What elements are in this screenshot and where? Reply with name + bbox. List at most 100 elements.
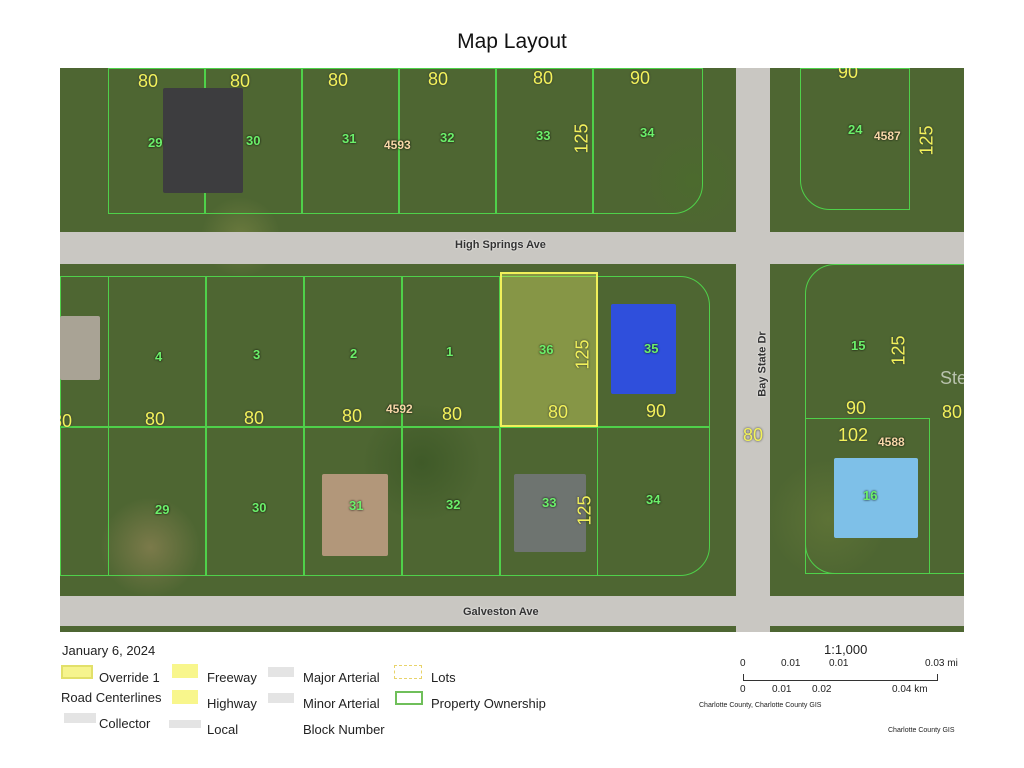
legend-swatch-major-arterial <box>268 667 294 677</box>
parcel[interactable] <box>399 68 496 214</box>
legend-label: Override 1 <box>99 670 160 685</box>
legend-swatch-collector <box>64 713 96 723</box>
lot-dimension: 102 <box>838 425 869 445</box>
legend-label: Highway <box>207 696 257 711</box>
lot-number: 32 <box>446 497 461 512</box>
lot-number: 2 <box>350 346 358 361</box>
parcel[interactable] <box>800 68 910 210</box>
scale-tick-mi: 0.03 mi <box>925 658 958 669</box>
road-label: High Springs Ave <box>455 239 546 251</box>
legend-label: Freeway <box>207 670 257 685</box>
block-number: 4587 <box>874 129 901 143</box>
lot-number: 30 <box>246 133 261 148</box>
lot-number: 29 <box>155 502 170 517</box>
scale-ratio: 1:1,000 <box>824 642 868 657</box>
lot-dimension: 80 <box>328 70 349 90</box>
lot-dimension: 80 <box>428 69 449 89</box>
lot-dimension: 125 <box>888 335 909 366</box>
lot-dimension: 125 <box>916 125 937 156</box>
lot-dimension: 125 <box>571 123 592 154</box>
lot-number: 31 <box>342 131 357 146</box>
road-label: Bay State Dr <box>756 331 769 397</box>
lot-dimension: 125 <box>574 495 595 526</box>
lot-dimension: 80 <box>244 408 265 428</box>
lot-number: 33 <box>542 495 557 510</box>
lot-dimension: 80 <box>548 402 569 422</box>
legend-label: Block Number <box>303 722 385 737</box>
lot-number: 1 <box>446 344 454 359</box>
house <box>834 458 918 538</box>
legend-label: Property Ownership <box>431 696 546 711</box>
house <box>163 88 243 193</box>
parcel[interactable] <box>496 68 593 214</box>
lot-dimension: 90 <box>838 68 859 82</box>
footer-credit: Charlotte County GIS <box>888 727 955 734</box>
legend-label: Lots <box>431 670 456 685</box>
legend-swatch-lots <box>394 665 422 679</box>
block-number: 4592 <box>386 402 413 416</box>
lot-number: 36 <box>539 342 554 357</box>
lot-dimension: 80 <box>533 68 554 88</box>
legend-label: Collector <box>99 716 151 731</box>
house <box>611 304 676 394</box>
map-credit: Charlotte County, Charlotte County GIS <box>699 702 822 709</box>
lot-number: 29 <box>148 135 163 150</box>
aerial-map[interactable]: High Springs Ave Bay State Dr Galveston … <box>60 68 964 632</box>
legend-swatch-highway <box>172 690 198 704</box>
parcel[interactable] <box>60 426 710 428</box>
lot-dimension: 80 <box>230 71 251 91</box>
lot-number: 31 <box>349 498 364 513</box>
scale-tick-mi: 0.01 <box>781 658 801 669</box>
lot-number: 34 <box>646 492 661 507</box>
lot-number: 33 <box>536 128 551 143</box>
lot-dimension: 90 <box>846 398 867 418</box>
lot-number: 34 <box>640 125 655 140</box>
subject-lot-36[interactable] <box>500 272 598 427</box>
house <box>322 474 388 556</box>
lot-number: 32 <box>440 130 455 145</box>
scale-tick-mi: 0.01 <box>829 658 849 669</box>
legend-label: Major Arterial <box>303 670 380 685</box>
page-title: Map Layout <box>457 30 567 53</box>
house <box>60 316 100 380</box>
legend-label: Minor Arterial <box>303 696 380 711</box>
scale-tick-km: 0.01 <box>772 684 792 695</box>
lot-number: 35 <box>644 341 659 356</box>
lot-dimension: 90 <box>646 401 667 421</box>
legend-swatch-property-ownership <box>395 691 423 705</box>
parcel[interactable] <box>805 418 930 574</box>
scale-tick-km: 0 <box>740 684 746 695</box>
legend-label: Road Centerlines <box>61 690 162 705</box>
lot-dimension: 80 <box>138 71 159 91</box>
parcel[interactable] <box>593 68 703 214</box>
house <box>514 474 586 552</box>
lot-number: 24 <box>848 122 863 137</box>
road-label: Galveston Ave <box>463 606 539 618</box>
lot-dimension: 80 <box>743 425 764 445</box>
lot-number: 4 <box>155 349 163 364</box>
scale-tick-mi: 0 <box>740 658 746 669</box>
lot-number: 3 <box>253 347 261 362</box>
lot-number: 15 <box>851 338 866 353</box>
legend-swatch-local <box>169 720 201 728</box>
lot-dimension: 80 <box>942 402 963 422</box>
lot-number: 16 <box>863 488 878 503</box>
lot-dimension: 80 <box>145 409 166 429</box>
lot-dimension: 90 <box>630 68 651 88</box>
road-high-springs <box>60 232 964 264</box>
lot-dimension: 125 <box>572 339 593 370</box>
watermark: StellarMLS <box>940 368 964 388</box>
road-bay-state <box>736 68 770 632</box>
map-date: January 6, 2024 <box>62 643 156 658</box>
road-galveston <box>60 596 964 626</box>
scale-bar <box>743 674 938 681</box>
parcel[interactable] <box>302 68 399 214</box>
lot-dimension: 80 <box>60 411 73 431</box>
lot-number: 30 <box>252 500 267 515</box>
legend-label: Local <box>207 722 239 737</box>
scale-tick-km: 0.04 km <box>892 684 928 695</box>
legend-swatch-freeway <box>172 664 198 678</box>
scale-tick-km: 0.02 <box>812 684 832 695</box>
block-number: 4593 <box>384 138 411 152</box>
legend-swatch-override <box>61 665 93 679</box>
